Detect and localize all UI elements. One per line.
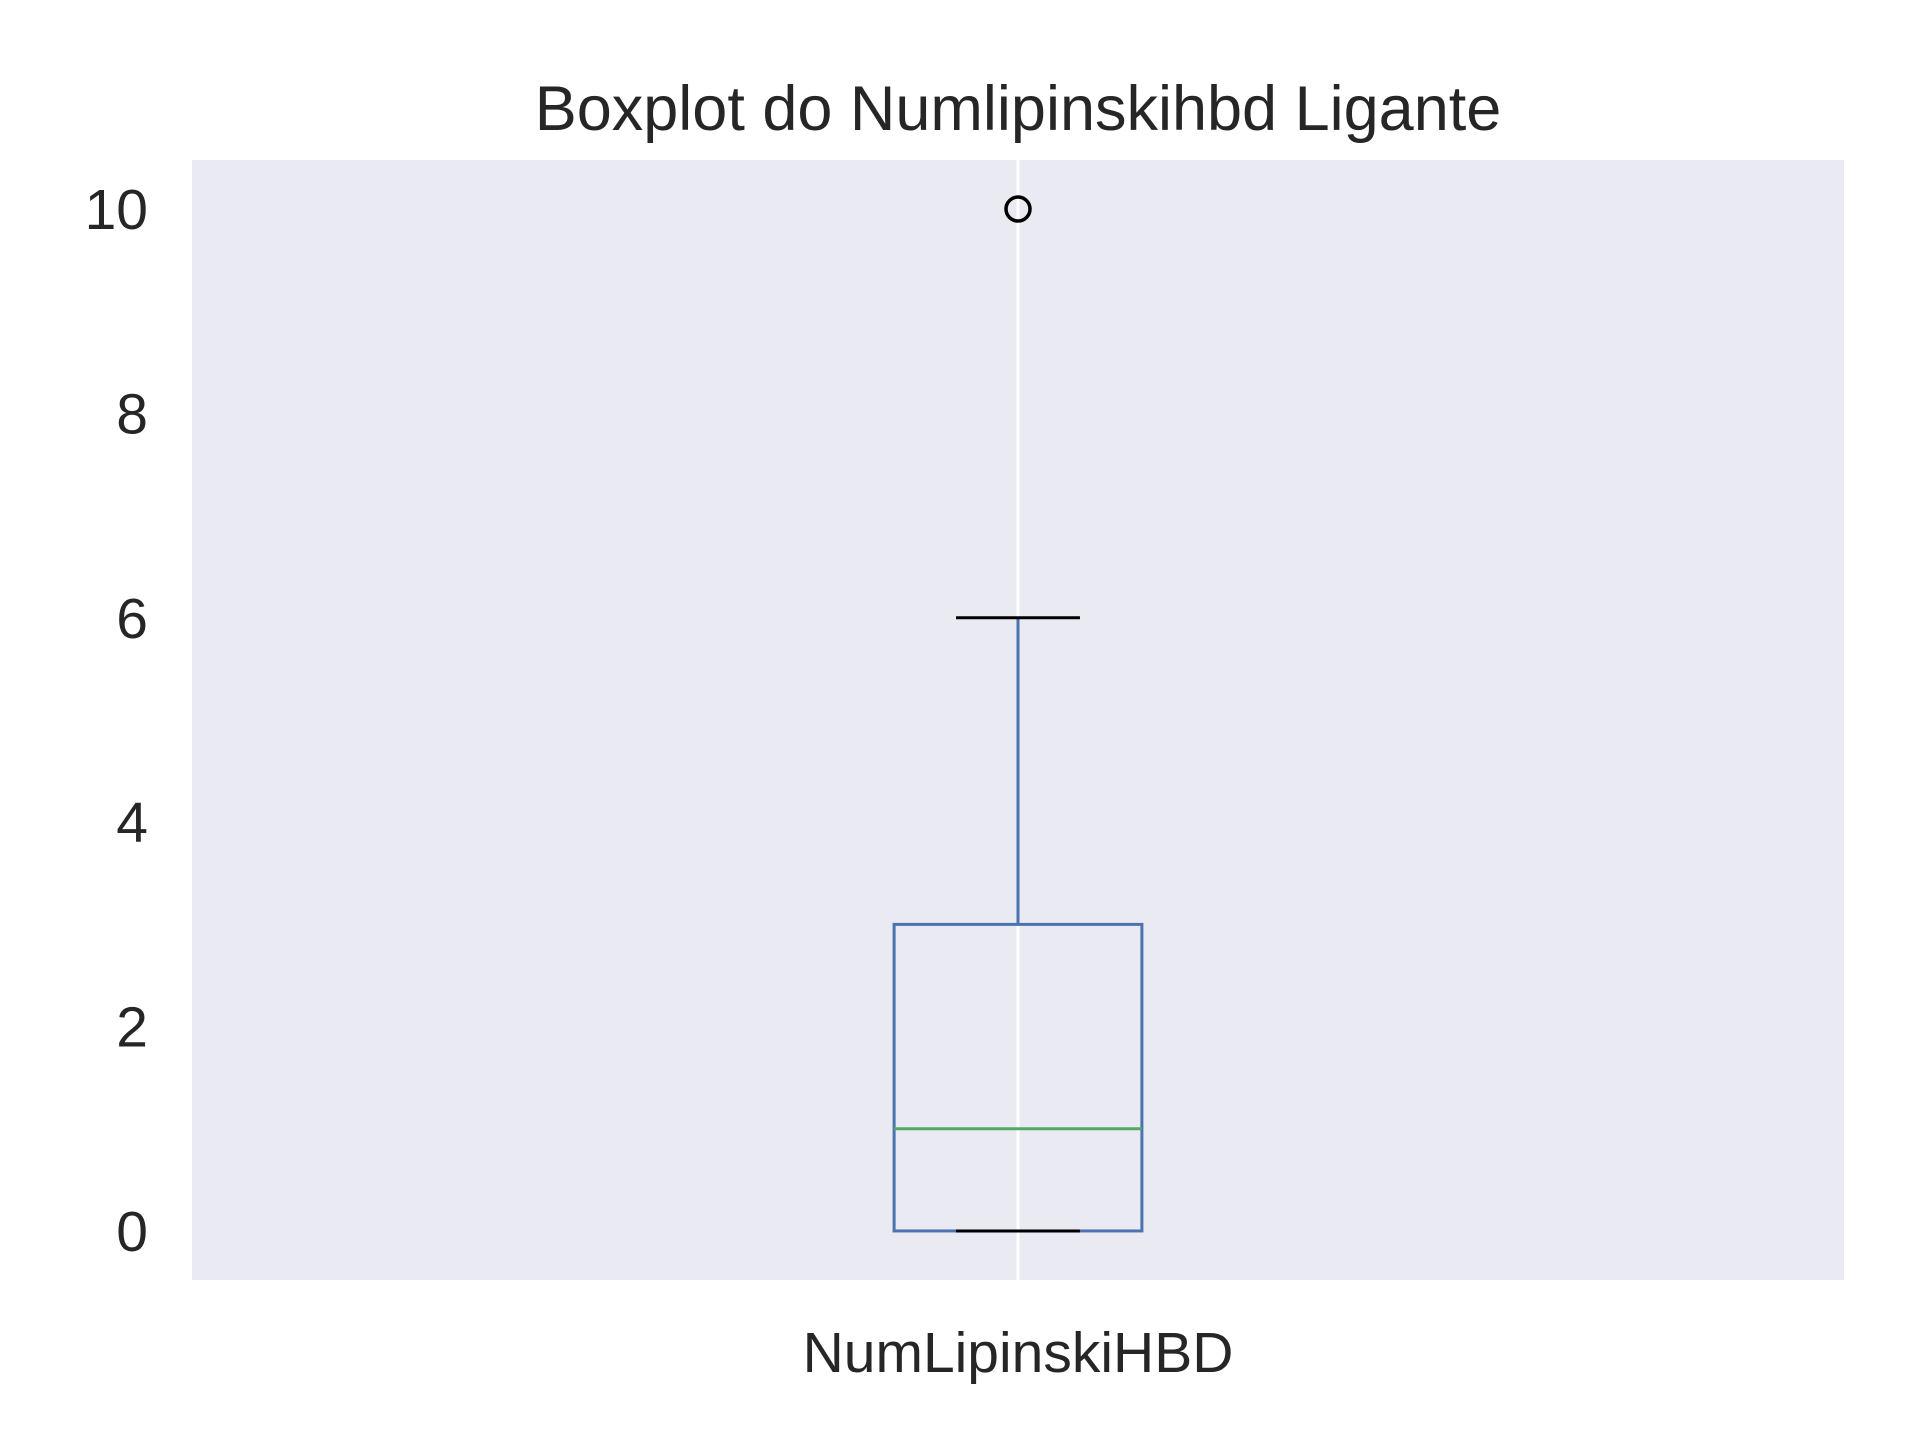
y-tick-label: 6 xyxy=(116,587,148,651)
outlier-point xyxy=(1004,195,1032,223)
y-tick-label: 8 xyxy=(116,382,148,446)
y-tick-label: 2 xyxy=(116,996,148,1060)
y-tick-label: 10 xyxy=(85,178,148,242)
box-layer xyxy=(892,195,1144,1233)
x-tick-label: NumLipinskiHBD xyxy=(803,1321,1234,1385)
chart-title: Boxplot do Numlipinskihbd Ligante xyxy=(535,74,1502,144)
y-tick-label: 4 xyxy=(116,791,148,855)
y-tick-label: 0 xyxy=(116,1200,148,1264)
